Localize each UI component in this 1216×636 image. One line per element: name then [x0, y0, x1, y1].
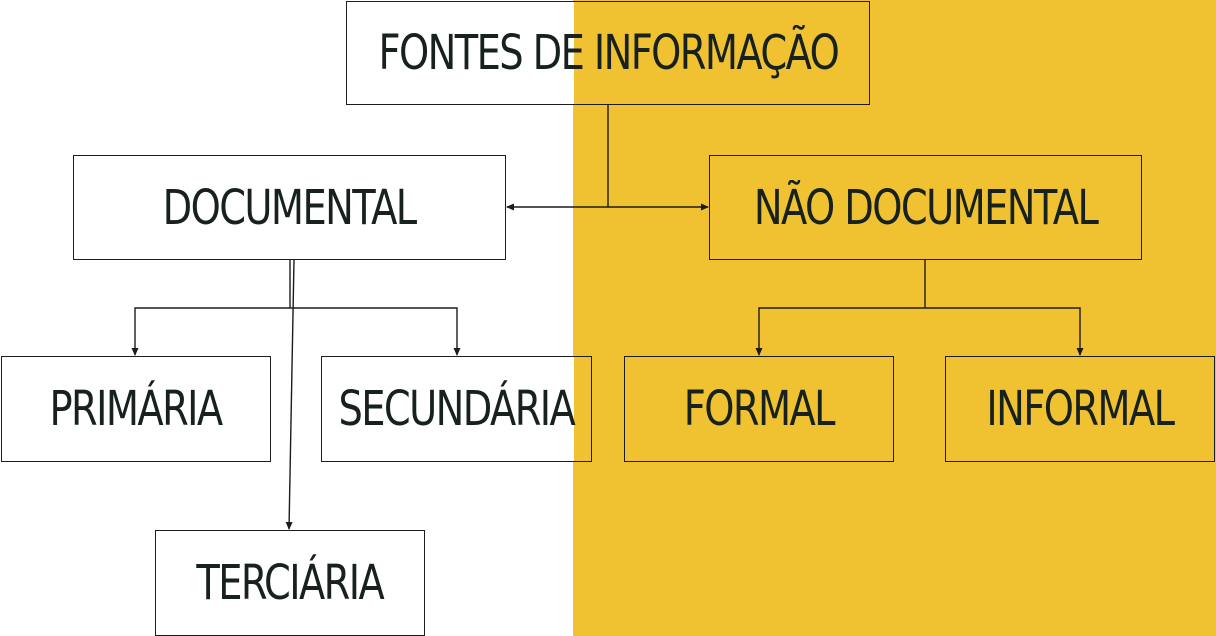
edge-nao-documental-to-formal: [755, 307, 925, 356]
edge-documental-to-primaria: [131, 307, 290, 356]
yellow-background-panel: [573, 0, 1216, 636]
node-label: NÃO DOCUMENTAL: [753, 179, 1099, 236]
node-label: TERCIÁRIA: [196, 555, 385, 611]
node-label: FORMAL: [683, 381, 836, 437]
node-documental: DOCUMENTAL: [73, 155, 506, 260]
node-nao-documental: NÃO DOCUMENTAL: [709, 155, 1142, 260]
node-label: FONTES DE INFORMAÇÃO: [378, 25, 839, 81]
node-informal: INFORMAL: [945, 356, 1215, 462]
node-label: DOCUMENTAL: [163, 179, 418, 236]
node-terciaria: TERCIÁRIA: [155, 530, 425, 636]
node-primaria: PRIMÁRIA: [1, 356, 271, 462]
node-fontes-de-informacao: FONTES DE INFORMAÇÃO: [346, 1, 870, 105]
node-label: INFORMAL: [986, 381, 1175, 437]
edge-documental-to-secundaria: [290, 307, 461, 356]
node-secundaria: SECUNDÁRIA: [321, 356, 592, 462]
node-label: PRIMÁRIA: [49, 381, 224, 437]
node-formal: FORMAL: [624, 356, 894, 462]
edge-nao-documental-to-informal: [925, 307, 1084, 356]
edge-documental-to-terciaria: [285, 259, 295, 530]
node-label: SECUNDÁRIA: [338, 381, 576, 437]
